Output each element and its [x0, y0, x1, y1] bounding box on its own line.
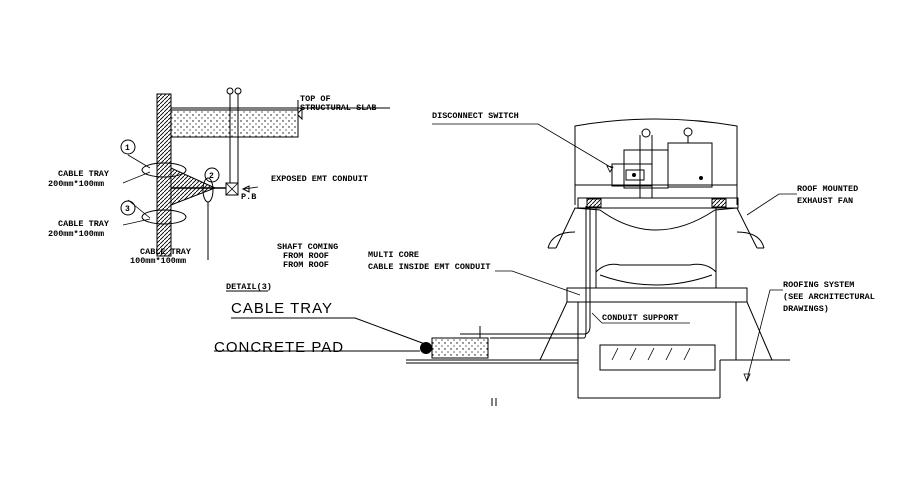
tray2-label-1: CABLE TRAY: [140, 247, 192, 257]
shaft-detail: [120, 87, 390, 260]
fan-label-2: EXHAUST FAN: [797, 196, 853, 206]
tray2-label-2: 100mm*100mm: [130, 256, 186, 266]
conduit-support-label: CONDUIT SUPPORT: [602, 313, 679, 323]
roofing-label-3: DRAWINGS): [783, 304, 829, 314]
marker-1: 1: [125, 144, 130, 153]
conduit-label: EXPOSED EMT CONDUIT: [271, 174, 368, 184]
multicore-label-2: CABLE INSIDE EMT CONDUIT: [368, 262, 490, 272]
tray3-label-2: 200mm*100mm: [48, 229, 104, 239]
multicore-label-1: MULTI CORE: [368, 250, 419, 260]
fan-label-1: ROOF MOUNTED: [797, 184, 858, 194]
marker-2: 2: [209, 172, 214, 181]
roofing-label-1: ROOFING SYSTEM: [783, 280, 854, 290]
detail-title: DETAIL(3): [226, 282, 272, 292]
concrete-pad-label: CONCRETE PAD: [214, 339, 344, 356]
concrete-pad: [431, 337, 489, 359]
tray1-label-2: 200mm*100mm: [48, 179, 104, 189]
shaft-wall: [156, 93, 172, 257]
disconnect-label: DISCONNECT SWITCH: [432, 111, 519, 121]
shaft-label-2: FROM ROOF: [283, 251, 329, 261]
exhaust-fan: [539, 118, 773, 371]
shaft-label-1: SHAFT COMING: [277, 242, 338, 252]
cable-tray-label: CABLE TRAY: [231, 300, 333, 317]
slab-label-1: TOP OF: [300, 94, 331, 104]
fan-bearing-right: [711, 198, 727, 208]
tray-bracket: [170, 167, 217, 206]
roofing-label-2: (SEE ARCHITECTURAL: [783, 292, 875, 302]
tray1-label-1: CABLE TRAY: [58, 169, 110, 179]
structural-slab: [170, 109, 299, 138]
pb-label: P.B: [241, 192, 256, 202]
tray3-label-1: CABLE TRAY: [58, 219, 110, 229]
marker-3: 3: [125, 205, 130, 214]
slab-label-2: STRUCTURAL SLAB: [300, 103, 377, 113]
fan-bearing-left: [586, 198, 602, 208]
shaft-label-3: FROM ROOF: [283, 260, 329, 270]
cable-tray-end: [420, 342, 432, 354]
